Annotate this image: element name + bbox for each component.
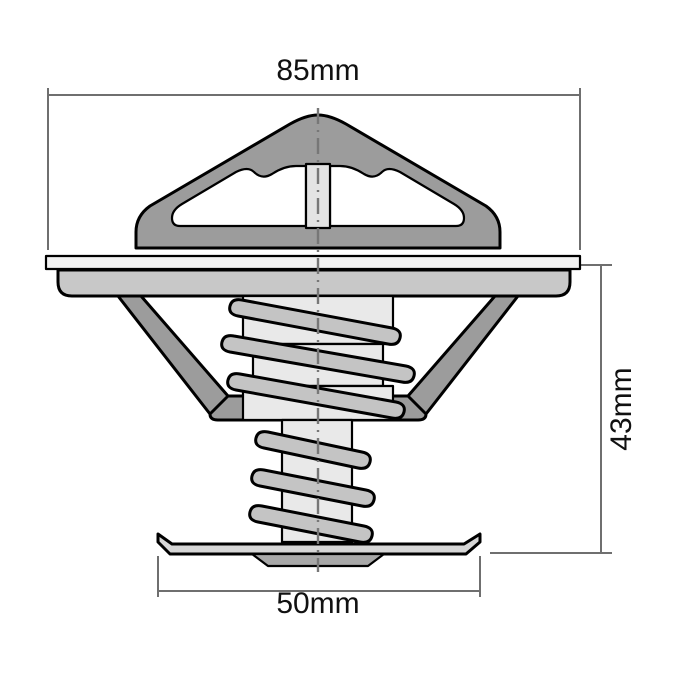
flange-assembly: [44, 254, 582, 298]
spring-coil-lower-2: [250, 468, 376, 508]
cone-wall-left: [116, 294, 230, 416]
dimension-right-43mm: 43mm: [490, 264, 638, 554]
dimension-bottom-50mm: 50mm: [157, 556, 481, 620]
dimension-top-85mm: 85mm: [47, 54, 581, 250]
spring-coil-upper-1: [228, 298, 402, 346]
dimension-top-label: 85mm: [276, 54, 359, 87]
bracket-window-right: [328, 164, 466, 228]
spring-coil-upper-3: [226, 372, 406, 420]
flange-top-rim: [44, 254, 582, 271]
return-spring-lower: [248, 430, 376, 544]
spring-coil-lower-3: [248, 504, 374, 544]
bracket-window-left: [170, 164, 308, 228]
flange-seat-ring: [56, 268, 572, 298]
dimension-right-label: 43mm: [605, 367, 638, 450]
spring-coil-lower-1: [254, 430, 372, 470]
dimension-bottom-label: 50mm: [276, 587, 359, 620]
cone-wall-right: [406, 294, 520, 416]
